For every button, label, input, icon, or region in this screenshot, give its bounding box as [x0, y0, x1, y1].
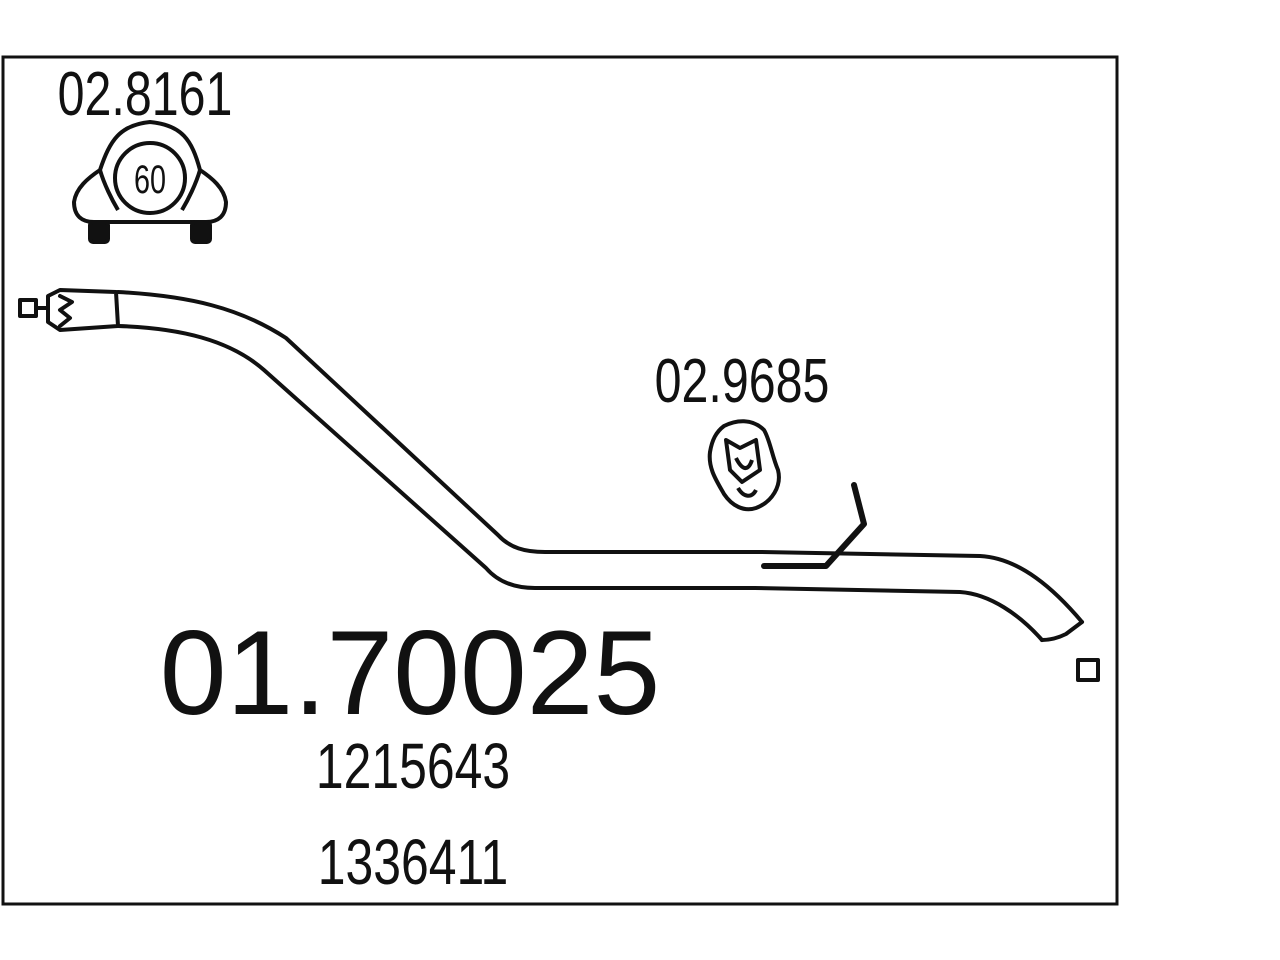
diagram-frame: [1, 55, 1119, 906]
rubber-hanger-icon: [707, 419, 781, 512]
main-part-number: 01.70025: [160, 606, 661, 740]
clamp-part-number: 02.8161: [58, 59, 233, 128]
exhaust-clamp-icon: [72, 120, 228, 244]
pipe-inlet-marker: [18, 298, 38, 318]
hanger-group: 02.9685: [655, 346, 830, 512]
hanger-part-number: 02.9685: [655, 346, 830, 415]
oe-number-2: 1336411: [318, 827, 509, 898]
clamp-group: 02.8161 60: [58, 59, 233, 244]
exhaust-pipe: [18, 288, 1100, 682]
oe-number-1: 1215643: [316, 731, 510, 802]
clamp-diameter-label: 60: [134, 157, 166, 202]
pipe-outlet-marker: [1076, 658, 1100, 682]
